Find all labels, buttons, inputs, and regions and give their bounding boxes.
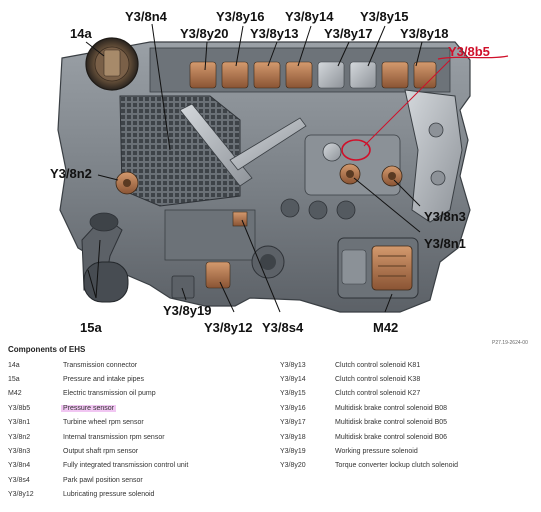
oil-pump <box>337 237 419 299</box>
legend-desc: Clutch control solenoid K38 <box>335 376 421 384</box>
callout-y3-8y16: Y3/8y16 <box>216 9 265 24</box>
callout-y3-8y12: Y3/8y12 <box>204 320 253 335</box>
legend-code: Y3/8y16 <box>280 404 306 412</box>
legend-row: 14a Transmission connector <box>8 358 278 372</box>
legend-code: M42 <box>8 390 22 398</box>
legend-row: Y3/8y19 Working pressure solenoid <box>280 444 541 458</box>
callout-y3-8b5: Y3/8b5 <box>448 44 490 59</box>
callout-y3-8n1: Y3/8n1 <box>424 236 466 251</box>
legend-row: Y3/8y20 Torque converter lockup clutch so… <box>280 459 541 473</box>
callout-y3-8n4: Y3/8n4 <box>125 9 167 24</box>
legend-row: Y3/8n3 Output shaft rpm sensor <box>8 444 278 458</box>
legend-code: Y3/8n3 <box>8 448 31 456</box>
legend-desc: Turbine wheel rpm sensor <box>63 419 144 427</box>
legend-row: Y3/8n1 Turbine wheel rpm sensor <box>8 416 278 430</box>
legend-row: M42 Electric transmission oil pump <box>8 387 278 401</box>
legend-row: Y3/8y17 Multidisk brake control solenoid … <box>280 416 541 430</box>
component-diagram: 14a Y3/8n4 Y3/8y20 Y3/8y16 Y3/8y13 Y3/8y… <box>50 9 528 346</box>
solenoid-row <box>189 61 437 89</box>
legend-desc: Fully integrated transmission control un… <box>63 462 189 470</box>
callout-y3-8y19: Y3/8y19 <box>163 303 212 318</box>
legend-desc: Torque converter lockup clutch solenoid <box>335 462 458 470</box>
legend-code: 14a <box>8 361 20 369</box>
legend-row: Y3/8b5 Pressure sensor <box>8 401 278 415</box>
legend-row: Y3/8n2 Internal transmission rpm sensor <box>8 430 278 444</box>
legend-code: Y3/8y19 <box>280 448 306 456</box>
callout-y3-8n2: Y3/8n2 <box>50 166 92 181</box>
pressure-sensor-highlight-circle <box>341 139 371 161</box>
legend-code: Y3/8y13 <box>280 361 306 369</box>
legend-code: Y3/8n2 <box>8 433 31 441</box>
callout-y3-8y13: Y3/8y13 <box>250 26 299 41</box>
pressure-sensor-leader <box>363 59 451 147</box>
callout-y3-8y14: Y3/8y14 <box>285 9 334 24</box>
legend-desc: Clutch control solenoid K81 <box>335 361 421 369</box>
legend-desc: Clutch control solenoid K27 <box>335 390 421 398</box>
legend-code: Y3/8y15 <box>280 390 306 398</box>
legend-row: Y3/8y16 Multidisk brake control solenoid … <box>280 401 541 415</box>
legend-desc: Multidisk brake control solenoid B05 <box>335 419 448 427</box>
legend-code: Y3/8y17 <box>280 419 306 427</box>
legend-row: Y3/8y18 Multidisk brake control solenoid … <box>280 430 541 444</box>
legend-desc: Transmission connector <box>63 361 138 369</box>
legend-code: Y3/8y18 <box>280 433 306 441</box>
legend-desc: Park pawl position sensor <box>63 476 143 484</box>
legend-code: 15a <box>8 376 20 384</box>
legend-desc: Multidisk brake control solenoid B06 <box>335 433 448 441</box>
callout-y3-8y17: Y3/8y17 <box>324 26 373 41</box>
figure-reference: P27.19-2624-00 <box>492 340 528 346</box>
callout-y3-8y20: Y3/8y20 <box>180 26 229 41</box>
callout-m42: M42 <box>373 320 399 335</box>
legend-row: Y3/8y15 Clutch control solenoid K27 <box>280 387 541 401</box>
legend-row: Y3/8y12 Lubricating pressure solenoid <box>8 488 278 502</box>
leader-lines <box>85 23 423 313</box>
transmission-connector <box>85 37 139 91</box>
callout-y3-8s4: Y3/8s4 <box>262 320 304 335</box>
valve-body-illustration <box>57 23 509 313</box>
callout-y3-8n3: Y3/8n3 <box>424 209 466 224</box>
legend-desc: Multidisk brake control solenoid B08 <box>335 404 448 412</box>
legend-code: Y3/8y14 <box>280 376 306 384</box>
callout-15a: 15a <box>80 320 102 335</box>
legend-desc: Internal transmission rpm sensor <box>63 433 165 441</box>
legend-desc: Electric transmission oil pump <box>63 390 156 398</box>
legend-column-left: 14a Transmission connector 15a Pressure and… <box>8 358 278 502</box>
legend-row: 15a Pressure and intake pipes <box>8 372 278 386</box>
legend-desc: Lubricating pressure solenoid <box>63 491 155 499</box>
legend-desc: Working pressure solenoid <box>335 448 418 456</box>
legend-code: Y3/8n4 <box>8 462 31 470</box>
legend-desc-highlighted: Pressure sensor <box>61 404 116 412</box>
legend-desc: Pressure and intake pipes <box>63 376 144 384</box>
legend-code: Y3/8n1 <box>8 419 31 427</box>
legend-row: Y3/8s4 Park pawl position sensor <box>8 473 278 487</box>
legend-code: Y3/8b5 <box>8 404 31 412</box>
legend-title: Components of EHS <box>8 345 86 354</box>
legend-code: Y3/8s4 <box>8 476 30 484</box>
legend-code: Y3/8y20 <box>280 462 306 470</box>
legend-desc: Output shaft rpm sensor <box>63 448 139 456</box>
legend-row: Y3/8n4 Fully integrated transmission cont… <box>8 459 278 473</box>
callout-y3-8y15: Y3/8y15 <box>360 9 409 24</box>
pressure-intake-pipes <box>81 212 129 303</box>
pressure-sensor-underline <box>437 55 509 60</box>
components-legend: Components of EHS 14a Transmission connec… <box>0 344 541 512</box>
legend-row: Y3/8y13 Clutch control solenoid K81 <box>280 358 541 372</box>
callout-14a: 14a <box>70 26 92 41</box>
callout-y3-8y18: Y3/8y18 <box>400 26 449 41</box>
legend-row: Y3/8y14 Clutch control solenoid K38 <box>280 372 541 386</box>
legend-code: Y3/8y12 <box>8 491 34 499</box>
